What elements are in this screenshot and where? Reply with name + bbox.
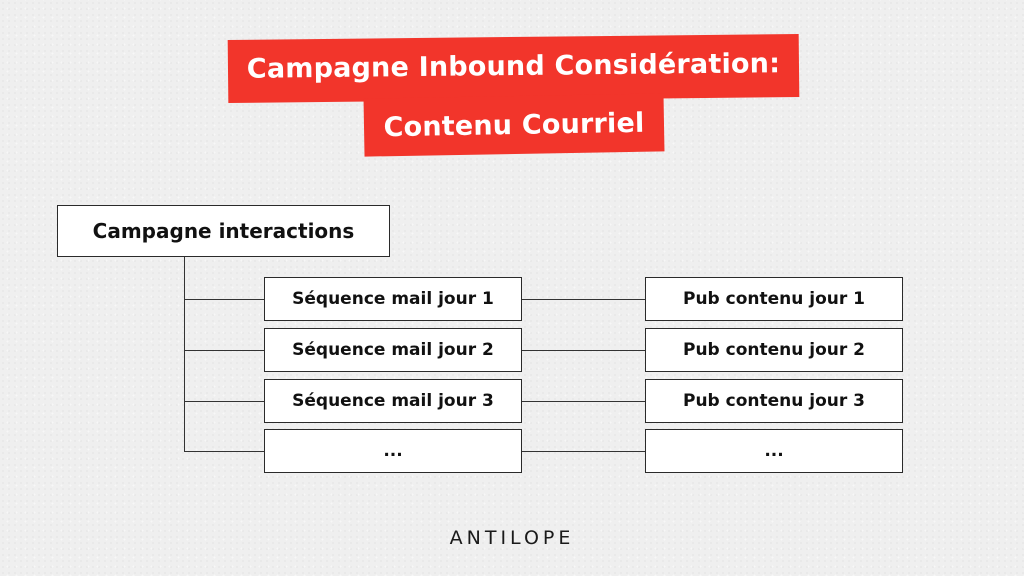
pub-node-label: Pub contenu jour 2 xyxy=(682,340,866,360)
connector-line-4 xyxy=(522,451,645,452)
branch-line-4 xyxy=(184,451,264,452)
root-node-label: Campagne interactions xyxy=(92,219,355,243)
antilope-logo: ANTILOPE xyxy=(449,527,575,549)
pub-node-label: Pub contenu jour 1 xyxy=(682,289,866,309)
sequence-node-label: Séquence mail jour 2 xyxy=(292,340,494,360)
sequence-node-2: Séquence mail jour 2 xyxy=(264,328,522,372)
sequence-node-label: ... xyxy=(383,441,403,461)
pub-node-2: Pub contenu jour 2 xyxy=(645,328,903,372)
title-banner-line-1: Campagne Inbound Considération: xyxy=(227,34,800,103)
title-line-1: Campagne Inbound Considération: xyxy=(246,48,781,85)
title-line-2: Contenu Courriel xyxy=(383,107,645,144)
sequence-node-label: Séquence mail jour 1 xyxy=(292,289,494,309)
tree-trunk-line xyxy=(184,257,185,452)
pub-node-label: ... xyxy=(764,441,784,461)
connector-line-2 xyxy=(522,350,645,351)
branch-line-1 xyxy=(184,299,264,300)
pub-node-label: Pub contenu jour 3 xyxy=(682,391,866,411)
pub-node-more: ... xyxy=(645,429,903,473)
branch-line-2 xyxy=(184,350,264,351)
title-banner-line-2: Contenu Courriel xyxy=(363,93,665,157)
connector-line-3 xyxy=(522,401,645,402)
sequence-node-3: Séquence mail jour 3 xyxy=(264,379,522,423)
sequence-node-1: Séquence mail jour 1 xyxy=(264,277,522,321)
connector-line-1 xyxy=(522,299,645,300)
pub-node-1: Pub contenu jour 1 xyxy=(645,277,903,321)
pub-node-3: Pub contenu jour 3 xyxy=(645,379,903,423)
sequence-node-label: Séquence mail jour 3 xyxy=(292,391,494,411)
branch-line-3 xyxy=(184,401,264,402)
root-node: Campagne interactions xyxy=(57,205,390,257)
sequence-node-more: ... xyxy=(264,429,522,473)
